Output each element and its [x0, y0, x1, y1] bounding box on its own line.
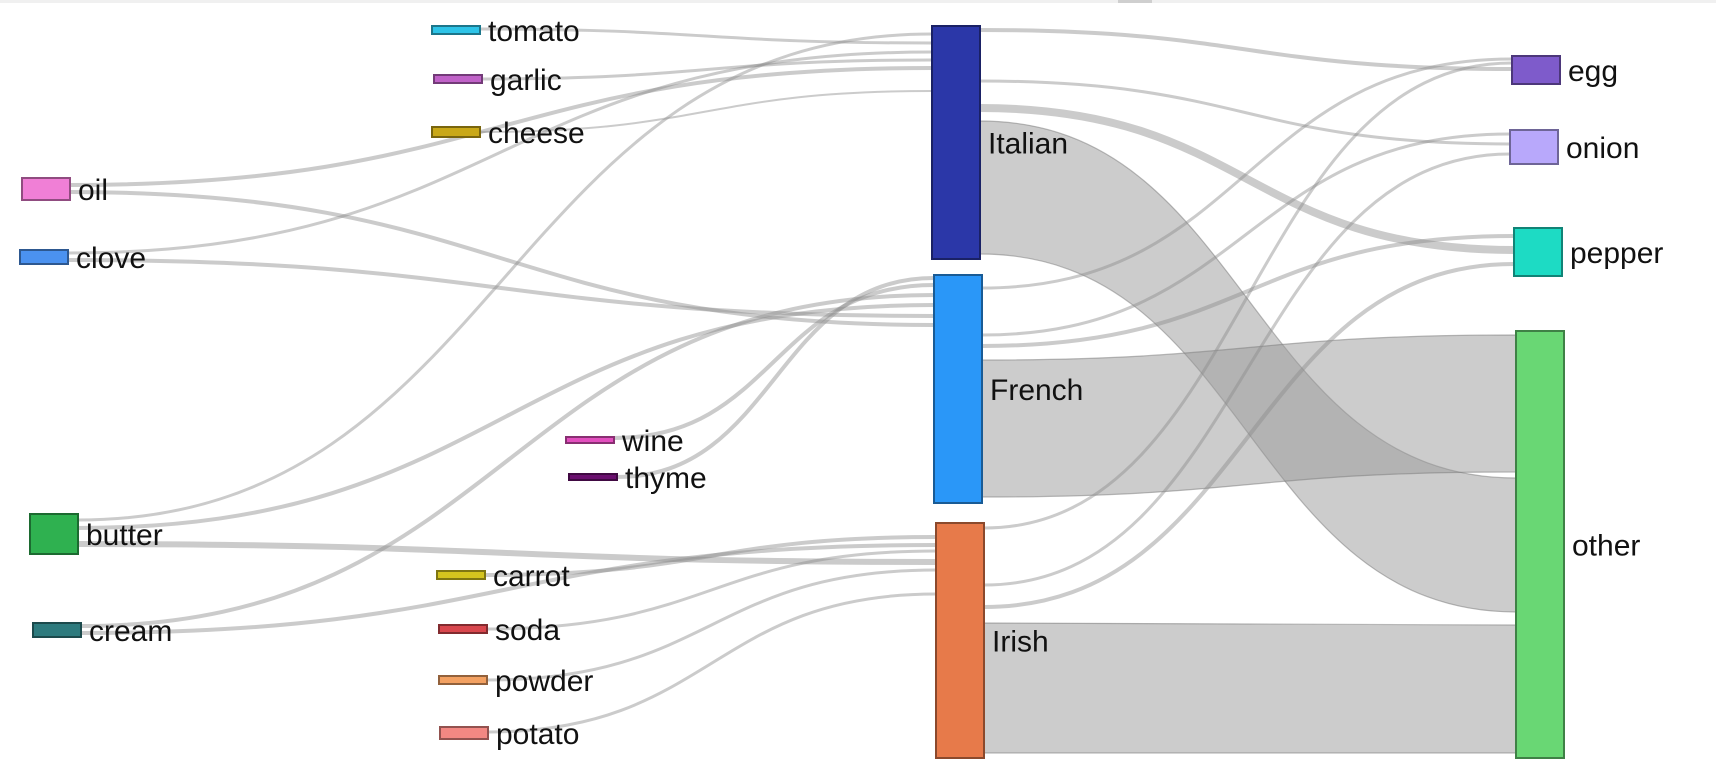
node-garlic[interactable]: [433, 74, 483, 84]
link-italian-to-pepper: [979, 104, 1515, 254]
node-label-oil: oil: [78, 174, 108, 207]
node-label-italian: Italian: [988, 128, 1068, 161]
nodes-layer: tomato garlic cheese oil clove butter cream win…: [19, 15, 1663, 759]
top-tab-marker: [1118, 0, 1152, 3]
link-carrot-to-irish: [484, 535, 937, 577]
node-label-soda: soda: [495, 614, 560, 647]
link-cream-to-irish: [80, 543, 937, 635]
link-butter-to-italian: [77, 32, 933, 522]
link-potato-to-irish: [487, 592, 937, 734]
link-butter-to-irish: [77, 541, 937, 565]
node-oil[interactable]: [21, 177, 71, 201]
node-pepper[interactable]: [1513, 227, 1563, 277]
node-thyme[interactable]: [568, 473, 618, 481]
link-clove-to-french: [67, 258, 935, 318]
link-powder-to-irish: [486, 568, 937, 682]
node-clove[interactable]: [19, 249, 69, 265]
link-french-to-onion: [981, 132, 1511, 337]
link-french-to-pepper: [981, 234, 1515, 348]
node-label-irish: Irish: [992, 626, 1049, 659]
node-label-wine: wine: [621, 425, 684, 458]
link-italian-to-egg: [979, 28, 1513, 71]
node-cheese[interactable]: [431, 126, 481, 138]
node-label-french: French: [990, 374, 1083, 407]
node-label-clove: clove: [76, 242, 146, 275]
link-wine-to-french: [613, 283, 935, 440]
links-layer: [67, 27, 1517, 754]
node-label-pepper: pepper: [1570, 237, 1663, 270]
node-label-potato: potato: [496, 718, 579, 751]
node-tomato[interactable]: [431, 25, 481, 35]
node-egg[interactable]: [1511, 55, 1561, 85]
link-thyme-to-french: [616, 276, 935, 479]
link-soda-to-irish: [486, 549, 937, 631]
link-oil-to-italian: [69, 66, 933, 187]
node-label-tomato: tomato: [488, 15, 580, 48]
node-potato[interactable]: [439, 726, 489, 740]
node-powder[interactable]: [438, 675, 488, 685]
link-clove-to-italian: [67, 50, 933, 255]
node-label-egg: egg: [1568, 55, 1618, 88]
link-band-irish-to-other: [983, 622, 1517, 754]
node-label-thyme: thyme: [625, 462, 707, 495]
link-italian-to-onion: [979, 79, 1511, 146]
node-label-butter: butter: [86, 519, 163, 552]
link-irish-to-pepper: [983, 262, 1515, 609]
node-irish[interactable]: [935, 522, 985, 759]
node-label-powder: powder: [495, 665, 593, 698]
node-label-garlic: garlic: [490, 64, 562, 97]
node-label-cream: cream: [89, 615, 172, 648]
link-cream-to-french: [80, 293, 935, 628]
node-carrot[interactable]: [436, 570, 486, 580]
link-irish-to-egg: [983, 61, 1513, 530]
node-label-carrot: carrot: [493, 560, 570, 593]
node-butter[interactable]: [29, 513, 79, 555]
link-oil-to-french: [69, 190, 935, 327]
link-french-to-egg: [981, 57, 1513, 290]
node-label-onion: onion: [1566, 132, 1639, 165]
link-tomato-to-italian: [479, 27, 933, 45]
link-cheese-to-italian: [479, 90, 933, 133]
top-edge-strip: [0, 0, 1716, 3]
node-onion[interactable]: [1509, 129, 1559, 165]
link-butter-to-french: [77, 303, 935, 530]
node-wine[interactable]: [565, 436, 615, 444]
node-italian[interactable]: [931, 25, 981, 260]
node-french[interactable]: [933, 274, 983, 504]
node-soda[interactable]: [438, 624, 488, 634]
node-other[interactable]: [1515, 330, 1565, 759]
node-cream[interactable]: [32, 622, 82, 638]
link-band-french-to-other: [981, 334, 1517, 498]
node-label-other: other: [1572, 530, 1640, 563]
link-irish-to-onion: [983, 152, 1511, 587]
link-garlic-to-italian: [481, 58, 933, 81]
node-label-cheese: cheese: [488, 117, 585, 150]
